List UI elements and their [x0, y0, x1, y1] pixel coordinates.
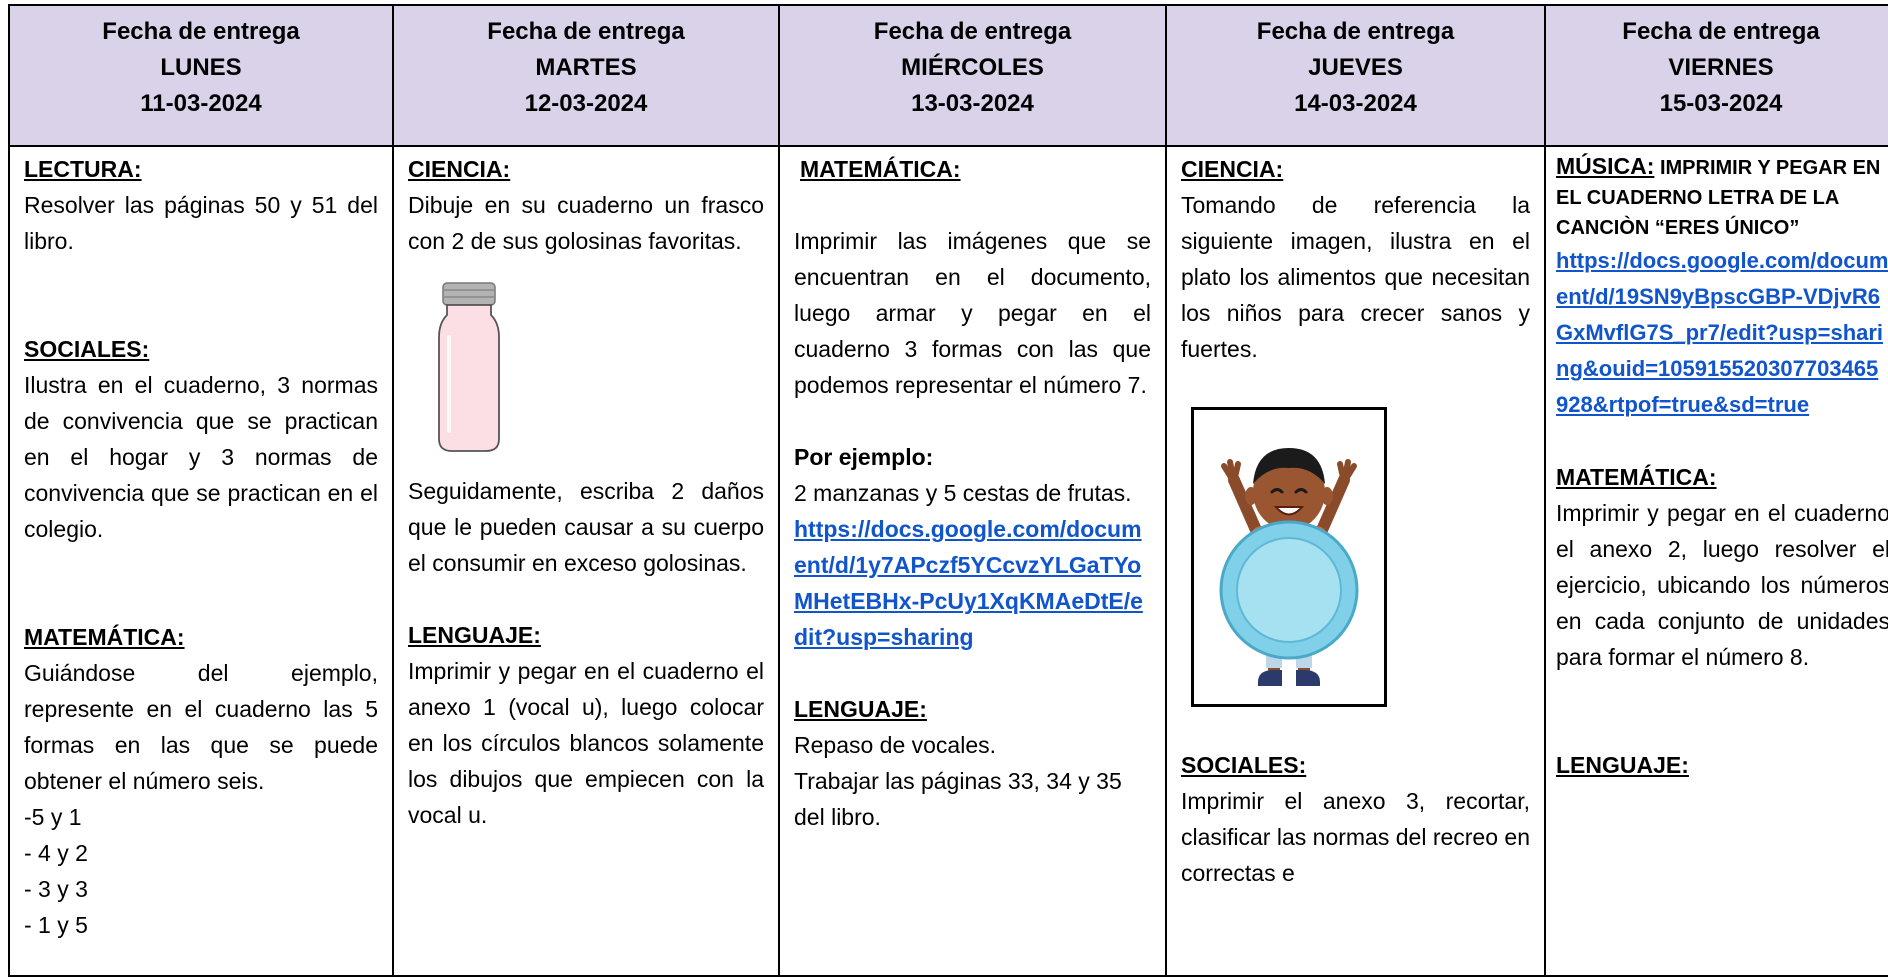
matematica-heading: MATEMÁTICA: — [1556, 464, 1717, 490]
header-jueves: Fecha de entrega JUEVES 14-03-2024 — [1167, 6, 1546, 147]
musica-heading: MÚSICA: — [1556, 153, 1655, 179]
lenguaje-heading: LENGUAJE: — [794, 696, 927, 722]
ciencia-heading: CIENCIA: — [408, 156, 511, 182]
matematica-heading: MATEMÁTICA: — [800, 156, 961, 182]
example-heading: Por ejemplo: — [794, 444, 934, 470]
candy-jar-image — [438, 282, 500, 452]
lenguaje-heading: LENGUAJE: — [408, 622, 541, 648]
document-link[interactable]: https://docs.google.com/document/d/1y7AP… — [794, 516, 1143, 650]
header-date: 11-03-2024 — [140, 90, 262, 117]
list-item: - 3 y 3 — [24, 876, 88, 902]
ciencia-text-2: Seguidamente, escriba 2 daños que le pue… — [408, 478, 764, 576]
lenguaje-text-2: Trabajar las páginas 33, 34 y 35 del lib… — [794, 768, 1122, 830]
header-label: Fecha de entrega — [1256, 18, 1455, 45]
cell-martes: CIENCIA: Dibuje en su cuaderno un frasco… — [394, 147, 780, 977]
example-text: 2 manzanas y 5 cestas de frutas. — [794, 480, 1132, 506]
header-miercoles: Fecha de entrega MIÉRCOLES 13-03-2024 — [780, 6, 1167, 147]
header-day: MARTES — [535, 54, 637, 81]
header-label: Fecha de entrega — [1622, 18, 1820, 45]
schedule-table: Fecha de entrega LUNES 11-03-2024 Fecha … — [8, 4, 1888, 977]
list-item: - 1 y 5 — [24, 912, 88, 938]
cell-viernes: MÚSICA: IMPRIMIR Y PEGAR EN EL CUADERNO … — [1546, 147, 1888, 977]
cell-jueves: CIENCIA: Tomando de referencia la siguie… — [1167, 147, 1546, 977]
header-day: JUEVES — [1308, 54, 1403, 81]
sociales-heading: SOCIALES: — [1181, 752, 1307, 778]
list-item: - 4 y 2 — [24, 840, 88, 866]
sociales-text: Imprimir el anexo 3, recortar, clasifica… — [1181, 788, 1530, 886]
header-day: MIÉRCOLES — [901, 54, 1044, 81]
matematica-heading: MATEMÁTICA: — [24, 624, 185, 650]
header-label: Fecha de entrega — [873, 18, 1072, 45]
header-label: Fecha de entrega — [487, 18, 685, 45]
musica-text: IMPRIMIR Y PEGAR EN EL CUADERNO LETRA DE… — [1556, 157, 1881, 239]
lectura-heading: LECTURA: — [24, 156, 142, 182]
lenguaje-heading: LENGUAJE: — [1556, 752, 1689, 778]
child-illustration — [1219, 448, 1359, 686]
ciencia-text: Tomando de referencia la siguiente image… — [1181, 192, 1530, 362]
header-date: 15-03-2024 — [1659, 90, 1783, 117]
header-lunes: Fecha de entrega LUNES 11-03-2024 — [10, 6, 394, 147]
sociales-heading: SOCIALES: — [24, 336, 150, 362]
lenguaje-text: Imprimir y pegar en el cuaderno el anexo… — [408, 658, 764, 828]
header-day: VIERNES — [1668, 54, 1774, 81]
header-date: 13-03-2024 — [911, 90, 1034, 117]
list-item: -5 y 1 — [24, 804, 82, 830]
sociales-text: Ilustra en el cuaderno, 3 normas de conv… — [24, 372, 378, 542]
matematica-text: Imprimir y pegar en el cuaderno el anexo… — [1556, 500, 1888, 670]
header-viernes: Fecha de entrega VIERNES 15-03-2024 — [1546, 6, 1888, 147]
cell-miercoles: MATEMÁTICA: Imprimir las imágenes que se… — [780, 147, 1167, 977]
header-label: Fecha de entrega — [102, 18, 300, 45]
header-day: LUNES — [160, 54, 242, 81]
ciencia-text: Dibuje en su cuaderno un frasco con 2 de… — [408, 192, 764, 254]
song-lyrics-link[interactable]: https://docs.google.com/document/d/19SN9… — [1556, 248, 1888, 417]
ciencia-heading: CIENCIA: — [1181, 156, 1284, 182]
matematica-text: Guiándose del ejemplo, represente en el … — [24, 660, 378, 794]
header-date: 14-03-2024 — [1294, 90, 1417, 117]
lectura-text: Resolver las páginas 50 y 51 del libro. — [24, 192, 378, 254]
matematica-text: Imprimir las imágenes que se encuentran … — [794, 228, 1151, 398]
cell-lunes: LECTURA: Resolver las páginas 50 y 51 de… — [10, 147, 394, 977]
header-martes: Fecha de entrega MARTES 12-03-2024 — [394, 6, 780, 147]
child-with-plate-image — [1191, 407, 1387, 707]
lenguaje-text: Repaso de vocales. — [794, 732, 997, 758]
header-date: 12-03-2024 — [524, 90, 648, 117]
